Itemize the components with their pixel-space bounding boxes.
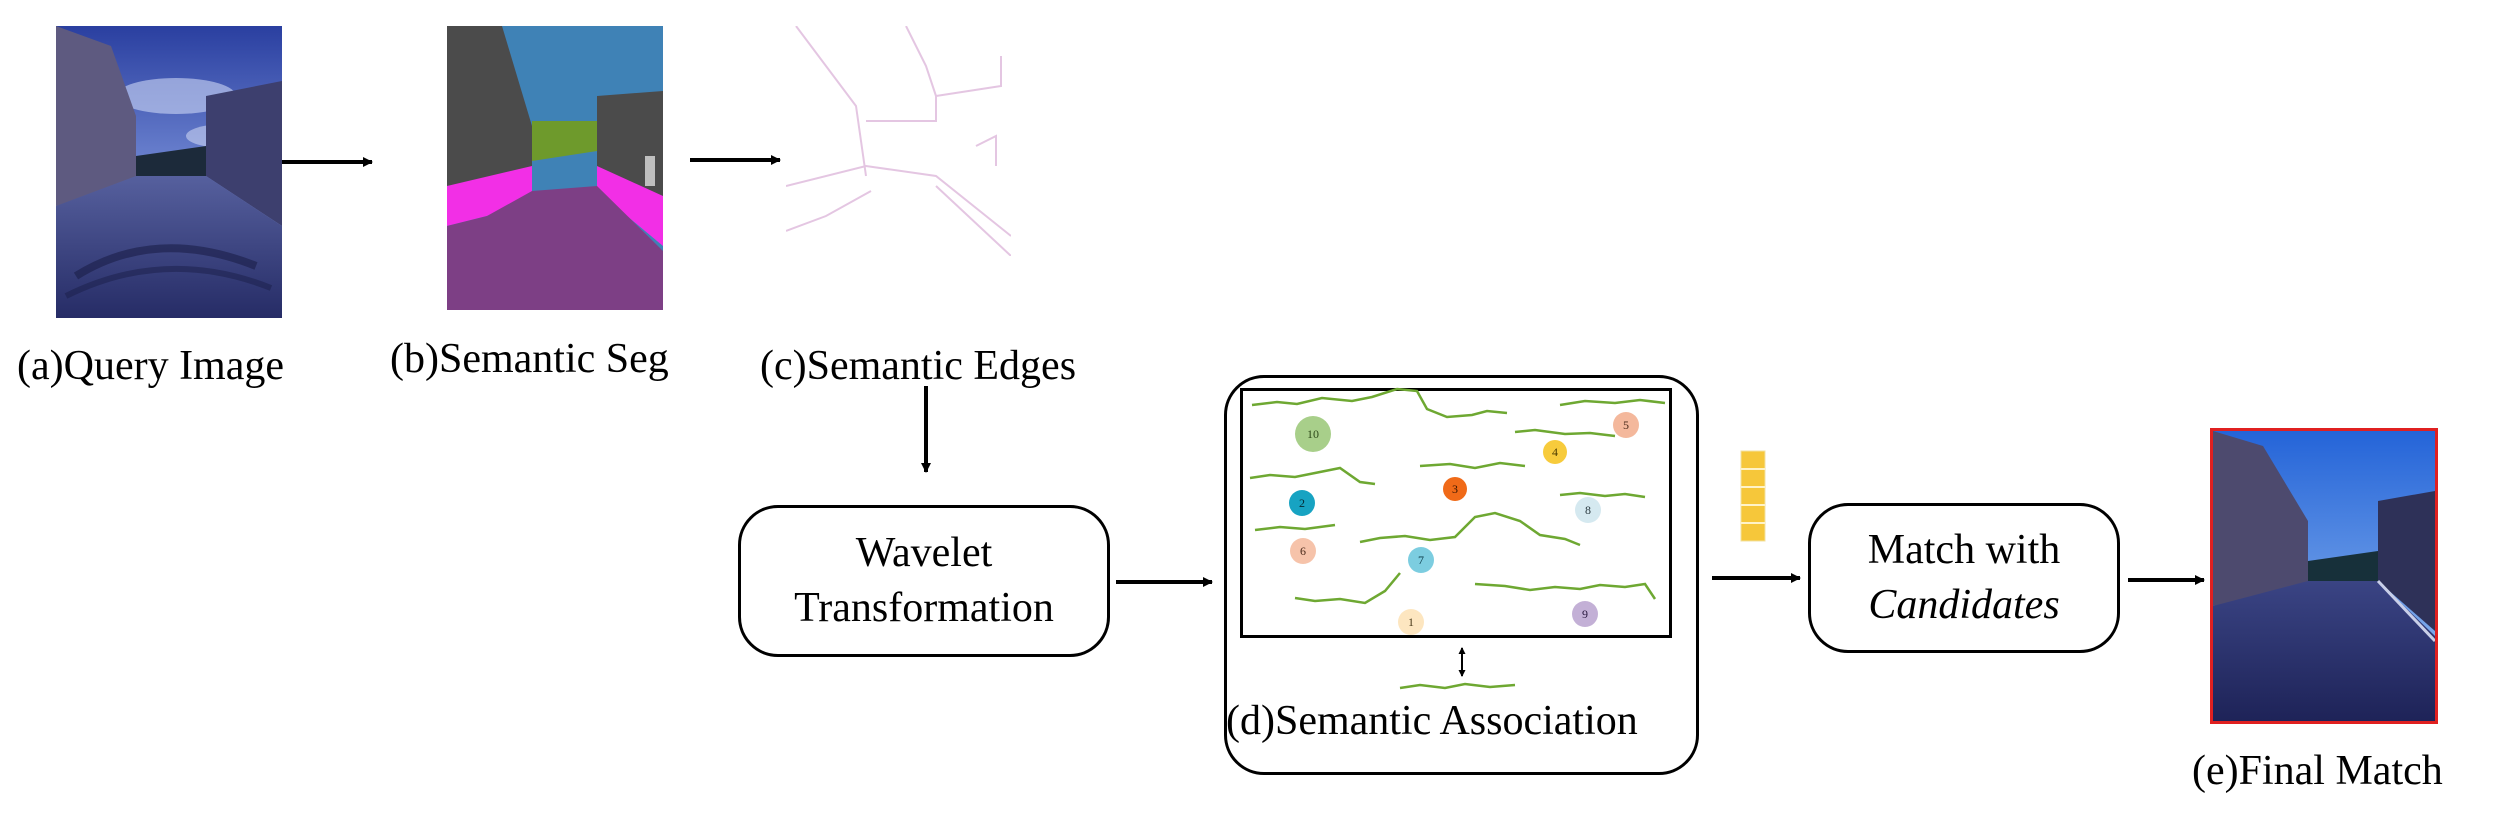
query-image <box>56 26 282 318</box>
node-1 <box>1398 609 1424 635</box>
node-6 <box>1290 538 1316 564</box>
feature-vector <box>1740 450 1766 542</box>
wavelet-transformation-box: Wavelet Transformation <box>738 505 1110 657</box>
node-label-4: 4 <box>1552 445 1558 459</box>
semantic-association-label: (d)Semantic Association <box>1226 698 1638 744</box>
match-candidates-box: Match with Candidates <box>1808 503 2120 653</box>
node-label-1: 1 <box>1408 615 1414 629</box>
node-5 <box>1613 412 1639 438</box>
final-match-image <box>2210 428 2438 724</box>
node-7 <box>1408 547 1434 573</box>
node-label-7: 7 <box>1418 553 1424 567</box>
semantic-curves <box>1249 387 1666 690</box>
segmentation-label: (b)Semantic Seg <box>390 336 669 382</box>
query-image-label: (a)Query Image <box>17 343 285 389</box>
node-label-10: 10 <box>1307 427 1319 441</box>
semantic-edges-image <box>786 26 1011 256</box>
node-label-3: 3 <box>1452 482 1458 496</box>
node-label-9: 9 <box>1582 607 1588 621</box>
node-8 <box>1575 497 1601 523</box>
segmentation-image <box>447 26 663 310</box>
node-3 <box>1443 477 1467 501</box>
match-line1: Match with <box>1867 527 2061 574</box>
final-match-label: (e)Final Match <box>2192 748 2443 794</box>
node-2 <box>1289 490 1315 516</box>
node-4 <box>1543 440 1567 464</box>
node-label-6: 6 <box>1300 544 1306 558</box>
wavelet-line1: Wavelet <box>855 530 993 577</box>
node-10 <box>1295 416 1331 452</box>
node-label-8: 8 <box>1585 503 1591 517</box>
semantic-edges-label: (c)Semantic Edges <box>760 343 1077 389</box>
node-9 <box>1572 601 1598 627</box>
match-line2: Candidates <box>1868 582 2060 628</box>
association-nodes: 10 3 4 5 2 8 6 7 1 9 <box>1289 412 1639 635</box>
wavelet-line2: Transformation <box>794 585 1054 631</box>
node-label-5: 5 <box>1623 418 1629 432</box>
node-label-2: 2 <box>1299 496 1305 510</box>
